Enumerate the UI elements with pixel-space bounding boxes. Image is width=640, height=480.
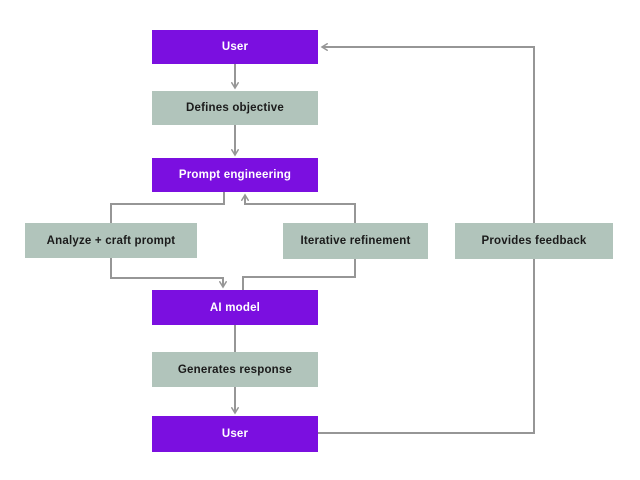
node-label-prompt-engineering: Prompt engineering (178, 169, 292, 181)
node-generates-response: Generates response (152, 352, 318, 387)
node-provides-feedback: Provides feedback (455, 223, 613, 259)
node-label-user-top: User (221, 41, 249, 53)
node-label-user-bottom: User (221, 428, 249, 440)
node-ai-model: AI model (152, 290, 318, 325)
node-label-defines-objective: Defines objective (186, 102, 284, 114)
node-label-iterative-refinement: Iterative refinement (300, 235, 411, 247)
node-label-generates-response: Generates response (177, 363, 293, 376)
node-user-top: User (152, 30, 318, 64)
node-prompt-engineering: Prompt engineering (152, 158, 318, 192)
node-defines-objective: Defines objective (152, 91, 318, 125)
edge-ai-model-to-iterative (242, 259, 356, 290)
edge-analyze-to-ai-model (110, 258, 228, 289)
node-label-ai-model: AI model (209, 301, 261, 314)
node-analyze-craft-prompt: Analyze + craft prompt (25, 223, 197, 258)
edge-iterative-to-prompt (240, 193, 356, 223)
node-label-analyze-craft-prompt: Analyze + craft prompt (46, 234, 176, 247)
node-user-bottom: User (152, 416, 318, 452)
node-iterative-refinement: Iterative refinement (283, 223, 428, 259)
node-label-provides-feedback: Provides feedback (481, 235, 587, 247)
edge-prompt-to-analyze (110, 192, 225, 223)
